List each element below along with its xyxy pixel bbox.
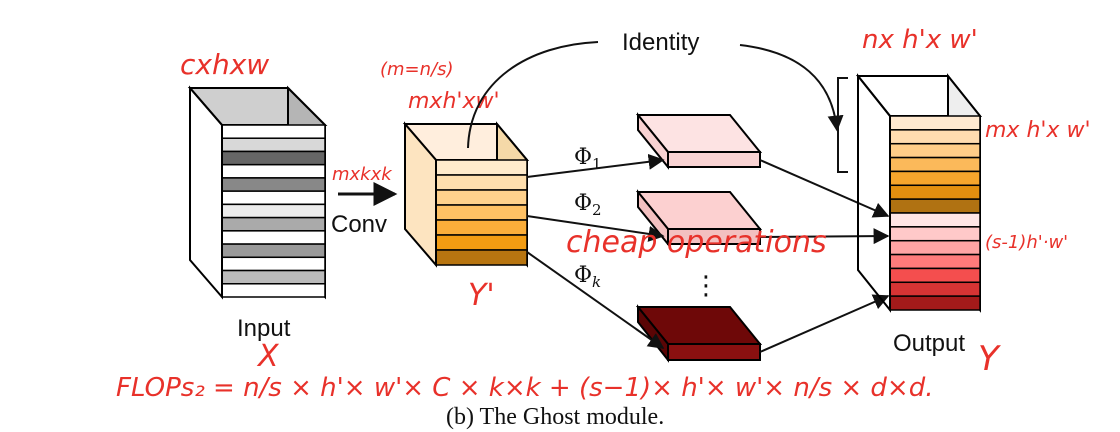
identity-curve-left	[467, 41, 599, 149]
figure-caption: (b) The Ghost module.	[446, 404, 664, 430]
output-layer	[889, 281, 981, 297]
ghost-dims-annotation: (s-1)h'·w'	[985, 232, 1068, 253]
input-layer	[221, 230, 326, 245]
ghost-map-1	[635, 112, 763, 170]
m-equals-annotation: (m=n/s)	[380, 59, 454, 80]
output-label: Output	[893, 330, 965, 357]
output-layer	[889, 267, 981, 284]
output-layer	[889, 253, 981, 270]
output-tensor	[855, 73, 983, 313]
intrinsic-layer	[435, 159, 528, 176]
intrinsic-layer	[435, 174, 528, 191]
identity-label: Identity	[622, 29, 699, 56]
identity-dims-annotation: mx h'x w'	[985, 118, 1091, 143]
output-layer	[889, 156, 981, 173]
output-layer	[889, 212, 981, 228]
input-layer	[221, 137, 326, 153]
output-y-annotation: Y	[978, 339, 1001, 379]
phik-label: Φk	[574, 263, 601, 291]
intrinsic-layer	[435, 249, 528, 266]
output-layer	[889, 239, 981, 256]
output-dims-annotation: nx h'x w'	[862, 25, 978, 55]
input-layer	[221, 190, 326, 206]
intrinsic-layer	[435, 234, 528, 251]
identity-curve-right	[739, 44, 844, 132]
output-layer	[889, 170, 981, 187]
phi2-label: Φ2	[574, 191, 602, 219]
ghost-map-2	[635, 189, 763, 247]
output-layer	[889, 198, 981, 214]
input-layer	[221, 163, 326, 179]
input-layer	[221, 177, 326, 192]
output-layer	[889, 226, 981, 242]
input-layer	[221, 283, 326, 298]
input-layer	[221, 269, 326, 285]
output-layer	[889, 115, 981, 131]
phi1-arrow	[526, 153, 665, 178]
intrinsic-layer	[435, 219, 528, 236]
identity-bracket	[837, 77, 848, 173]
phi2-arrow	[526, 215, 665, 242]
input-layer	[221, 243, 326, 259]
input-layer	[221, 124, 326, 139]
ghost-map-k	[635, 304, 763, 363]
conv-label: Conv	[331, 211, 387, 238]
input-layer	[221, 203, 326, 219]
output-layer	[889, 142, 981, 159]
intrinsic-layer	[435, 204, 528, 221]
intrinsic-layer	[435, 189, 528, 206]
input-layer	[221, 256, 326, 272]
output-layer	[889, 184, 981, 200]
flops-x-annotation: X	[256, 339, 280, 374]
ghostk-to-output-arrow	[759, 294, 890, 353]
input-layer	[221, 216, 326, 232]
kernel-dims-annotation: mxkxk	[332, 164, 393, 185]
output-layer	[889, 295, 981, 311]
input-layer	[221, 150, 326, 166]
output-layer	[889, 129, 981, 145]
phi1-label: Φ1	[574, 145, 602, 173]
input-dims-annotation: cxhxw	[180, 48, 269, 81]
intrinsic-dims-annotation: mxh'xw'	[408, 89, 500, 114]
intrinsic-feature-maps	[402, 121, 530, 268]
phik-arrow	[526, 251, 665, 349]
input-label: Input	[237, 315, 291, 342]
y-prime-annotation: Y'	[468, 278, 495, 313]
ghost1-to-output-arrow	[759, 159, 890, 218]
ghost-map-ellipsis: ⋮	[693, 271, 719, 301]
cheap-operations-annotation: cheap operations	[566, 225, 827, 260]
flops-formula: FLOPs₂ = n/s × h'× w'× C × k×k + (s−1)× …	[116, 373, 934, 403]
ghost2-to-output-arrow	[759, 228, 890, 245]
input-tensor	[187, 85, 328, 300]
